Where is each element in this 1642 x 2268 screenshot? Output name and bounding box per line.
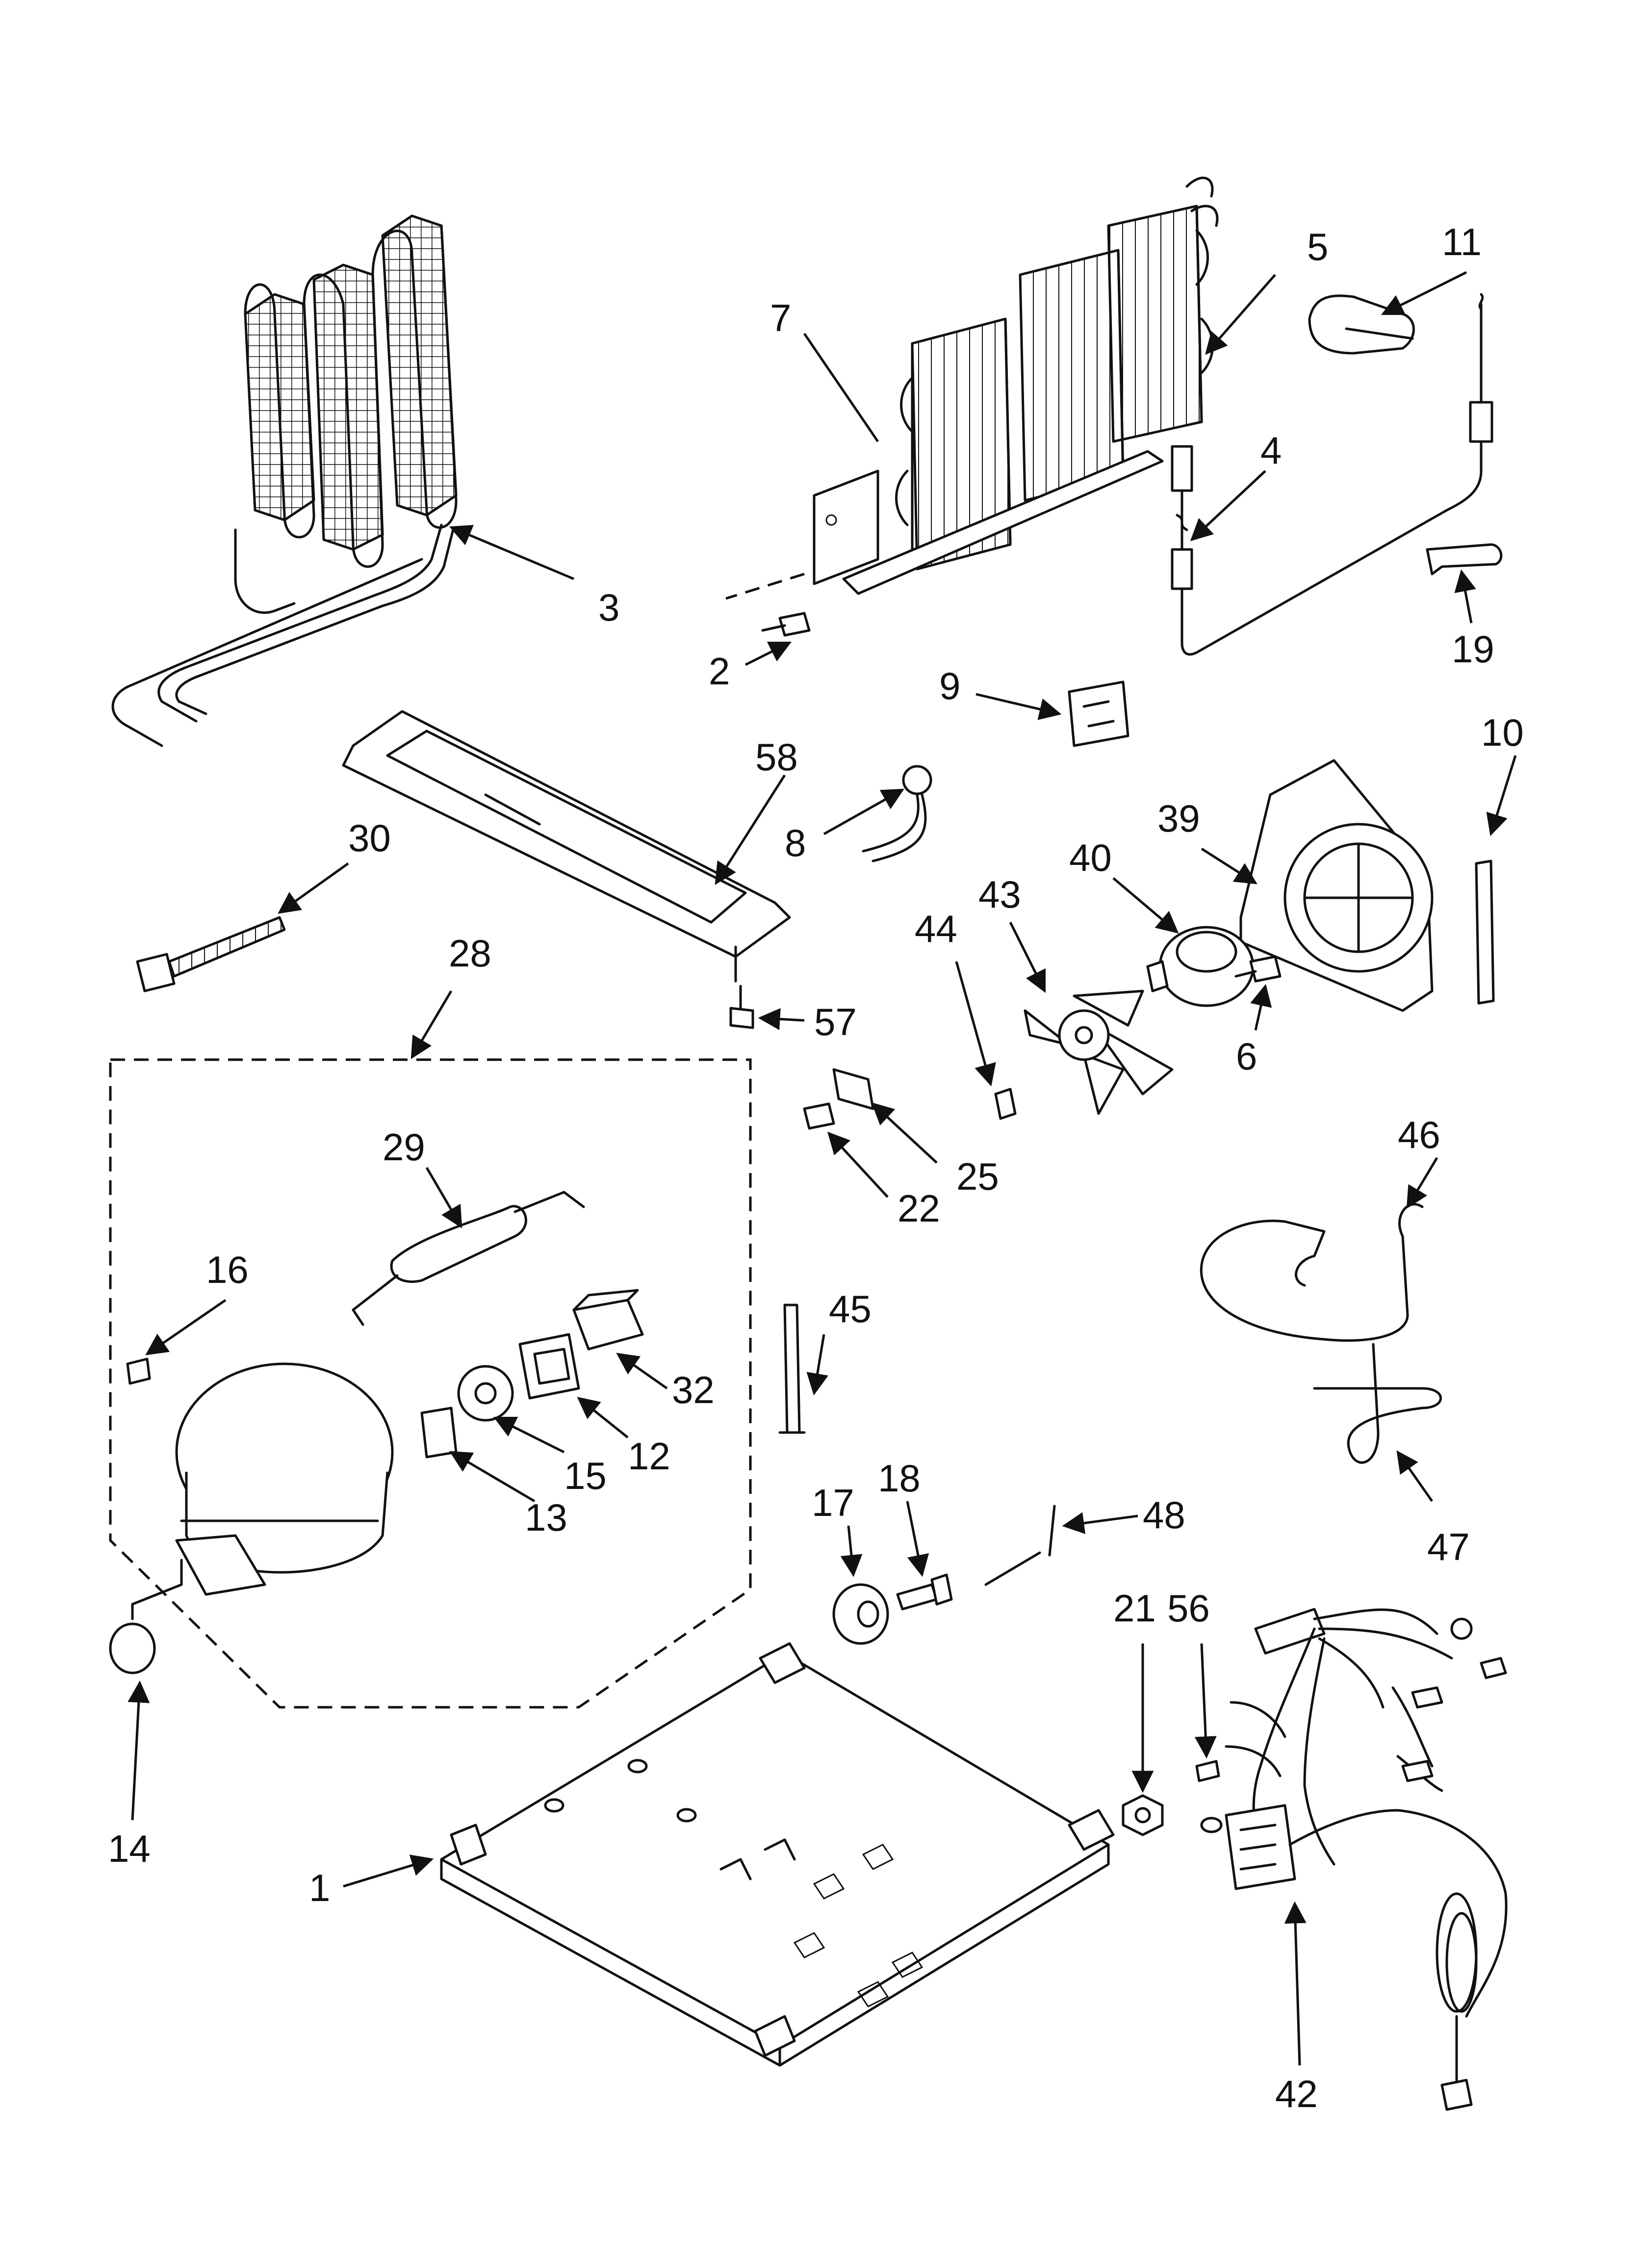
clip-44 [994, 1088, 1017, 1120]
callout-22: 22 [898, 1187, 940, 1230]
tube-47 [1313, 1343, 1442, 1464]
condenser-coil [111, 214, 458, 747]
screw-6 [1234, 955, 1282, 983]
compressor-kit-boundary-28 [109, 1058, 752, 1709]
callout-48: 48 [1143, 1493, 1185, 1537]
grommet-14 [109, 1559, 183, 1674]
callout-13: 13 [525, 1496, 567, 1539]
callout-58: 58 [755, 735, 798, 779]
clip-19 [1426, 543, 1503, 575]
thermistor-8 [862, 765, 932, 862]
callout-11: 11 [1442, 220, 1482, 263]
bolt-18 [896, 1573, 953, 1611]
fan-blade-43 [1024, 990, 1174, 1115]
tube-46 [1200, 1203, 1424, 1342]
compressor [175, 1362, 394, 1596]
callout-30: 30 [348, 816, 391, 860]
cable-tie-30 [136, 916, 286, 992]
callout-39: 39 [1157, 797, 1200, 840]
callout-46: 46 [1398, 1113, 1440, 1156]
foam-pad-11 [1308, 294, 1415, 355]
callout-14: 14 [108, 1827, 151, 1870]
callout-42: 42 [1275, 2072, 1318, 2115]
callout-56: 56 [1167, 1587, 1210, 1630]
callout-5: 5 [1307, 225, 1328, 268]
callout-2: 2 [709, 650, 730, 693]
seal-strip-10 [1475, 860, 1495, 1005]
callout-16: 16 [206, 1248, 249, 1291]
nut-21 [1122, 1794, 1164, 1836]
screw-57 [729, 945, 754, 1029]
fan-motor-40 [1146, 926, 1255, 1007]
callout-40: 40 [1069, 836, 1112, 879]
relay-15 [457, 1365, 514, 1422]
pin-45 [778, 1303, 806, 1434]
callout-12: 12 [628, 1434, 670, 1478]
callout-45: 45 [829, 1287, 872, 1330]
callout-18: 18 [878, 1457, 921, 1500]
drain-pan-58 [342, 710, 791, 958]
screw-56 [1195, 1760, 1223, 1833]
callout-21: 21 [1113, 1587, 1156, 1630]
callout-44: 44 [915, 907, 957, 950]
callout-1: 1 [309, 1866, 330, 1909]
callout-7: 7 [770, 296, 791, 339]
callout-3: 3 [598, 586, 619, 629]
callout-4: 4 [1260, 429, 1282, 472]
wire-harness-42 [1225, 1608, 1508, 2111]
callout-9: 9 [939, 664, 960, 707]
overload-13 [420, 1407, 458, 1459]
fan-shroud-39 [1239, 759, 1434, 1012]
callout-17: 17 [812, 1481, 854, 1524]
callout-25: 25 [956, 1155, 999, 1198]
callout-43: 43 [978, 873, 1021, 916]
callout-6: 6 [1236, 1035, 1257, 1078]
bracket-25 [832, 1068, 874, 1110]
screw-22 [803, 1102, 835, 1130]
base-plate-1 [440, 1642, 1115, 2067]
callout-32: 32 [672, 1368, 715, 1411]
callout-28: 28 [449, 932, 491, 975]
callout-57: 57 [814, 1000, 857, 1043]
cover-32 [572, 1289, 644, 1351]
start-device-12 [518, 1333, 580, 1400]
screw-16 [126, 1357, 151, 1385]
screw-2 [761, 612, 811, 637]
callout-19: 19 [1452, 627, 1494, 671]
callout-29: 29 [383, 1125, 425, 1169]
bracket-9 [1068, 680, 1129, 747]
filter-drier-29 [352, 1191, 585, 1326]
callout-47: 47 [1427, 1525, 1470, 1568]
callout-10: 10 [1481, 711, 1524, 754]
callout-15: 15 [564, 1454, 607, 1497]
evaporator [725, 177, 1219, 600]
defrost-heater-4 [1171, 293, 1493, 656]
callout-8: 8 [785, 821, 806, 864]
tube-48 [984, 1505, 1056, 1586]
grommet-17 [832, 1583, 889, 1645]
